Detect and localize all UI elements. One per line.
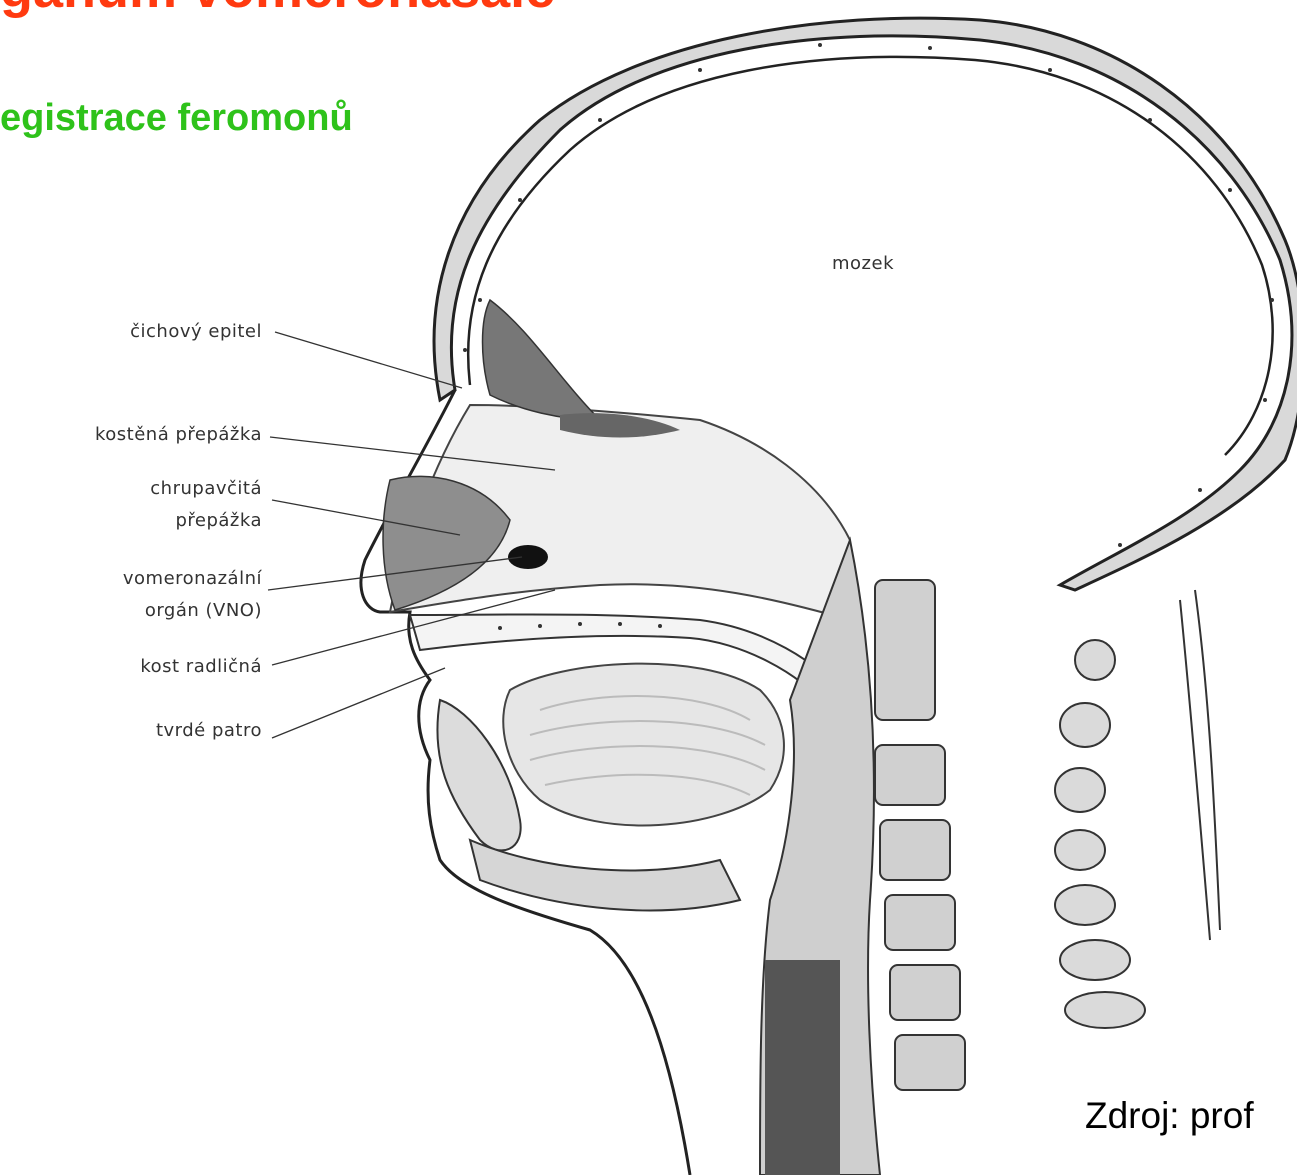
- label-brain: mozek: [832, 253, 894, 274]
- neck-outline: [1180, 600, 1210, 940]
- label-hard-palate: tvrdé patro: [40, 720, 262, 741]
- vno-organ: [508, 545, 548, 569]
- trachea: [765, 960, 840, 1175]
- tongue: [503, 664, 784, 826]
- lower-jaw: [470, 840, 740, 910]
- label-vno-line2: orgán (VNO): [20, 600, 262, 621]
- olfactory-epithelium-region: [483, 300, 601, 420]
- label-vno-line1: vomeronazální: [20, 568, 262, 589]
- label-bony-septum: kostěná přepážka: [0, 424, 262, 445]
- neck-spinal-processes: [1055, 640, 1145, 1028]
- source-credit: Zdroj: prof: [1085, 1095, 1254, 1137]
- label-olfactory-epithelium: čichový epitel: [72, 321, 262, 342]
- cervical-spine: [875, 580, 965, 1090]
- neck-outline-outer: [1195, 590, 1220, 930]
- label-cartilage-septum-line2: přepážka: [72, 510, 262, 531]
- label-cartilage-septum-line1: chrupavčitá: [72, 478, 262, 499]
- label-vomer: kost radličná: [40, 656, 262, 677]
